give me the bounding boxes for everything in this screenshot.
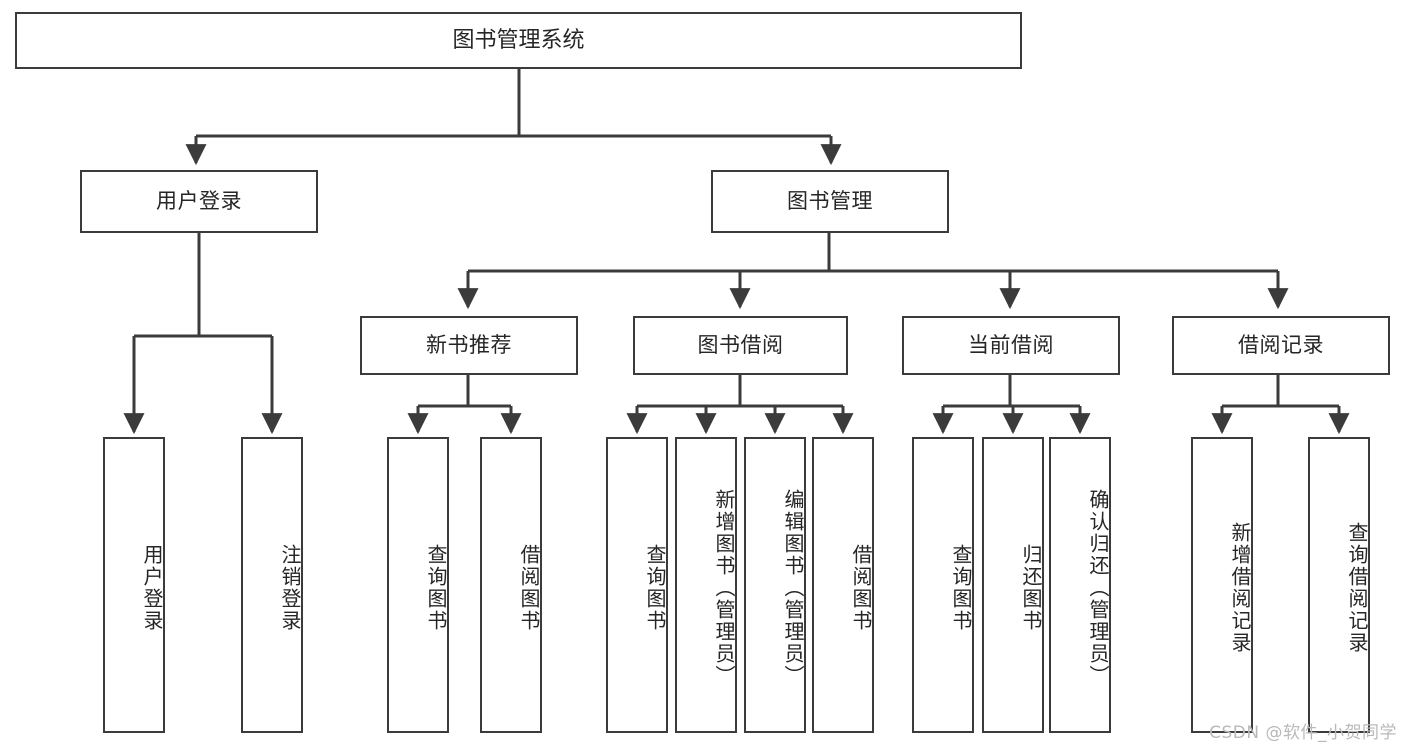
node-label: 新书推荐: [426, 333, 512, 358]
node-label: 确认归还（管理员）: [1086, 489, 1110, 687]
node-label: 查询图书: [949, 544, 973, 632]
leaf-borrow-record-add[interactable]: 新增借阅记录: [1191, 437, 1253, 733]
leaf-book-borrow-add[interactable]: 新增图书（管理员）: [675, 437, 737, 733]
leaf-user-login-signin[interactable]: 用户登录: [103, 437, 165, 733]
node-label: 用户登录: [156, 189, 242, 214]
leaf-borrow-record-query[interactable]: 查询借阅记录: [1308, 437, 1370, 733]
node-label: 当前借阅: [968, 333, 1054, 358]
node-label: 图书管理: [787, 189, 873, 214]
node-label: 查询图书: [424, 544, 448, 632]
node-label: 编辑图书（管理员）: [781, 489, 805, 687]
node-label: 图书借阅: [697, 333, 784, 358]
node-label: 查询图书: [643, 544, 667, 632]
leaf-current-borrow-confirm-return[interactable]: 确认归还（管理员）: [1049, 437, 1111, 733]
leaf-book-borrow-edit[interactable]: 编辑图书（管理员）: [744, 437, 806, 733]
node-label: 查询借阅记录: [1345, 522, 1369, 654]
leaf-new-book-borrow[interactable]: 借阅图书: [480, 437, 542, 733]
node-label: 借阅图书: [849, 544, 873, 632]
node-label: 归还图书: [1019, 544, 1043, 632]
leaf-current-borrow-query[interactable]: 查询图书: [912, 437, 974, 733]
node-book-management[interactable]: 图书管理: [711, 170, 949, 233]
leaf-book-borrow-borrow[interactable]: 借阅图书: [812, 437, 874, 733]
watermark: CSDN @软件_小贺同学: [1209, 723, 1397, 743]
node-label: 注销登录: [278, 544, 302, 632]
node-label: 新增图书（管理员）: [712, 489, 736, 687]
node-root-system[interactable]: 图书管理系统: [15, 12, 1022, 69]
node-label: 新增借阅记录: [1228, 522, 1252, 654]
node-label: 图书管理系统: [452, 27, 585, 53]
leaf-book-borrow-query[interactable]: 查询图书: [606, 437, 668, 733]
node-label: 用户登录: [140, 544, 164, 632]
node-label: 借阅图书: [517, 544, 541, 632]
node-current-borrow[interactable]: 当前借阅: [902, 316, 1120, 375]
node-new-book-recommend[interactable]: 新书推荐: [360, 316, 578, 375]
leaf-new-book-query[interactable]: 查询图书: [387, 437, 449, 733]
leaf-user-login-signout[interactable]: 注销登录: [241, 437, 303, 733]
node-label: 借阅记录: [1238, 333, 1324, 358]
node-borrow-record[interactable]: 借阅记录: [1172, 316, 1390, 375]
node-book-borrow[interactable]: 图书借阅: [633, 316, 848, 375]
node-user-login[interactable]: 用户登录: [80, 170, 318, 233]
leaf-current-borrow-return[interactable]: 归还图书: [982, 437, 1044, 733]
